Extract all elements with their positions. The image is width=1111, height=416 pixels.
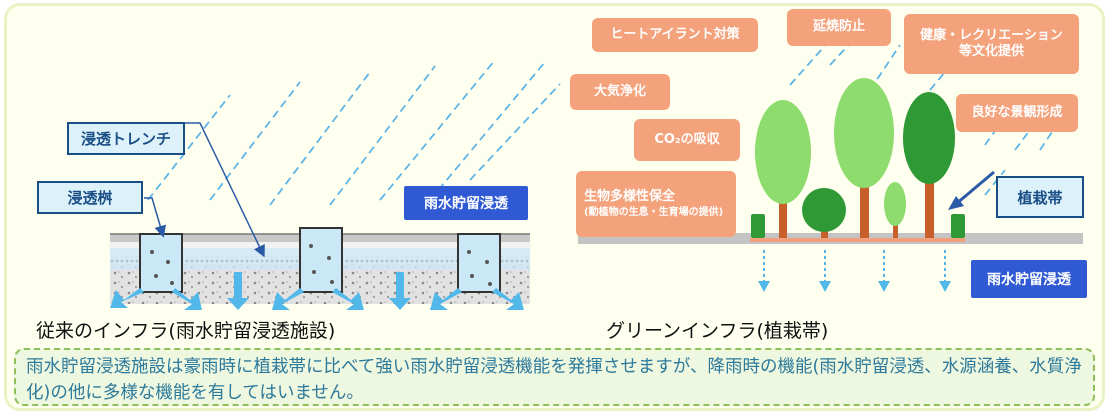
function-biodiversity-subtitle: (動植物の生息・生育場の提供) (584, 206, 724, 218)
tree-3 (834, 78, 894, 238)
function-heat-island: ヒートアイラント対策 (592, 18, 758, 52)
infiltration-basin-1 (139, 233, 183, 293)
label-pointers-left (144, 122, 265, 258)
label-storage-left: 雨水貯留浸透 (404, 186, 528, 220)
infiltration-arrows-left (110, 272, 524, 310)
infiltration-basin-2 (299, 227, 343, 293)
shrub-left (751, 214, 765, 238)
tree-1 (755, 100, 811, 238)
function-co2-absorption: CO₂の吸収 (634, 119, 740, 161)
caption-conventional: 従来のインフラ(雨水貯留浸透施設) (36, 320, 336, 342)
function-landscape: 良好な景観形成 (956, 94, 1078, 132)
caption-green-infra: グリーンインフラ(植栽帯) (606, 320, 829, 342)
label-storage-right: 雨水貯留浸透 (971, 260, 1087, 298)
explanation-note: 雨水貯留浸透施設は豪雨時に植栽帯に比べて強い雨水貯留浸透機能を発揮させますが、降… (14, 348, 1095, 406)
tree-5 (903, 92, 955, 238)
label-infiltration-basin: 浸透桝 (37, 181, 143, 214)
shrub-right (951, 214, 965, 238)
function-air-purification: 大気浄化 (570, 74, 670, 110)
function-health-recreation: 健康・レクリエーション等文化提供 (904, 14, 1079, 74)
function-biodiversity: 生物多様性保全 (動植物の生息・生育場の提供) (576, 171, 736, 237)
function-fire-spread-prevention: 延焼防止 (787, 9, 891, 46)
function-biodiversity-title: 生物多様性保全 (584, 189, 676, 205)
ground-strip (578, 233, 1083, 244)
label-infiltration-trench: 浸透トレンチ (67, 122, 185, 155)
tree-4 (884, 182, 906, 238)
infiltration-basin-3 (457, 233, 501, 293)
rain-lines-left (147, 59, 561, 206)
infiltration-arrows-right (758, 250, 951, 292)
label-pointer-planting (948, 170, 995, 210)
label-planting-zone: 植栽帯 (996, 176, 1084, 218)
tree-2 (802, 188, 846, 238)
